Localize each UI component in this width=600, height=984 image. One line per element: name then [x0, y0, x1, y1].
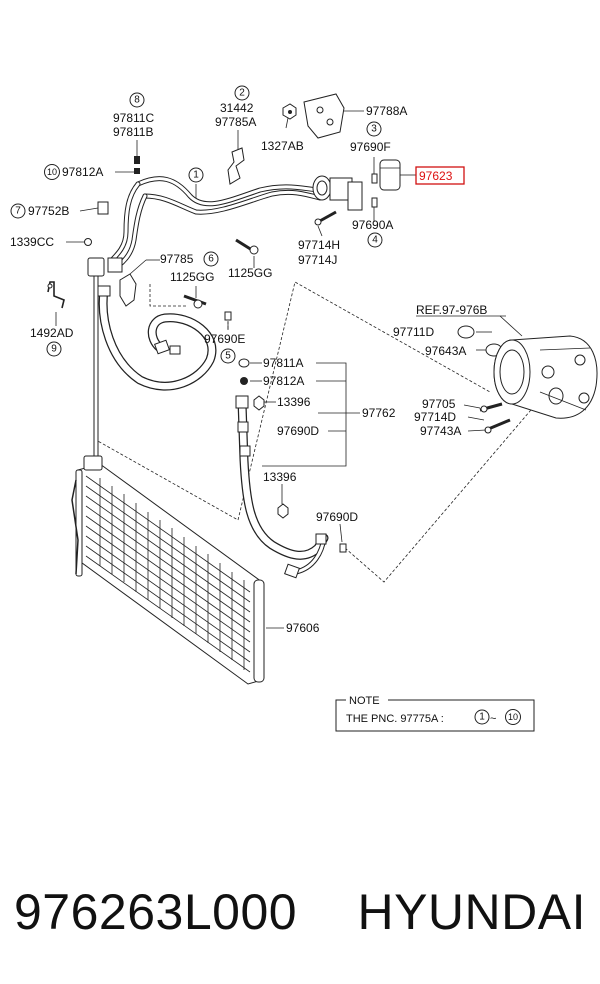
clip-97811C — [134, 156, 140, 164]
label-97714J: 97714J — [298, 253, 337, 267]
bracket-97788A — [303, 93, 345, 139]
clamp-97752B — [97, 201, 109, 215]
circle-number-5: 5 — [220, 348, 236, 364]
condenser-97606 — [71, 455, 265, 685]
part-labels: 97811C 97811B 97812A 97752B 1339CC 31442… — [10, 101, 506, 635]
circle-10-text: 10 — [47, 167, 57, 177]
circle-3-text: 3 — [371, 124, 377, 135]
label-97690A: 97690A — [352, 218, 393, 232]
label-ref-97-976B: REF.97-976B — [416, 303, 487, 317]
expansion-valve — [312, 175, 363, 211]
seal-97690F — [371, 173, 378, 184]
label-97785A: 97785A — [215, 115, 256, 129]
bolt-1339CC — [84, 238, 92, 246]
circle-4-text: 4 — [372, 235, 378, 246]
label-31442: 31442 — [220, 101, 254, 115]
label-97752B: 97752B — [28, 204, 69, 218]
clip-31442 — [227, 147, 245, 185]
o-ring-97811A — [238, 358, 250, 368]
label-97606: 97606 — [286, 621, 320, 635]
circle-2-text: 2 — [239, 88, 245, 99]
bolt-1327AB — [282, 103, 297, 120]
label-97811A: 97811A — [263, 356, 303, 370]
label-97705: 97705 — [422, 397, 456, 411]
seal-97690A — [371, 197, 378, 208]
label-97743A: 97743A — [420, 424, 461, 438]
label-13396-b: 13396 — [263, 470, 297, 484]
circle-number-4: 4 — [367, 232, 383, 248]
bolt-1125GG-a — [235, 238, 259, 255]
circle-6-text: 6 — [208, 254, 214, 265]
circle-number-1: 1 — [188, 167, 204, 183]
circle-number-2: 2 — [234, 85, 250, 101]
o-ring-97812A-top — [134, 168, 140, 174]
label-1125GG-b: 1125GG — [228, 266, 272, 280]
note-to-number: 10 — [508, 712, 518, 722]
circle-number-8: 8 — [129, 92, 145, 108]
label-97623: 97623 — [419, 169, 453, 183]
leader-lines — [55, 110, 523, 629]
label-1339CC: 1339CC — [10, 235, 54, 249]
o-ring-97812A-mid — [240, 377, 248, 385]
label-97690D-b: 97690D — [316, 510, 358, 524]
seal-97690E — [224, 311, 232, 321]
label-97812A-top: 97812A — [62, 165, 103, 179]
nut-13396-b — [277, 503, 289, 519]
nut-13396-a — [253, 395, 265, 411]
circle-number-3: 3 — [366, 121, 382, 137]
part-number: 976263L000 — [14, 884, 298, 940]
circled-numbers: 8 10 7 2 3 1 4 6 — [10, 85, 383, 364]
note-title: NOTE — [349, 695, 380, 707]
label-1492AD: 1492AD — [30, 326, 74, 340]
brand-name: HYUNDAI — [357, 884, 586, 940]
label-97788A: 97788A — [366, 104, 407, 118]
bracket-97785 — [119, 273, 137, 307]
seal-97690D-b — [339, 543, 347, 553]
label-97690F: 97690F — [350, 140, 391, 154]
circle-number-6: 6 — [203, 251, 219, 267]
label-1125GG-a: 1125GG — [170, 270, 214, 284]
label-97811C: 97811C — [113, 111, 154, 125]
note-box: NOTE THE PNC. 97775A : 1 ~ 10 — [335, 695, 535, 732]
circle-5-text: 5 — [225, 351, 231, 362]
label-97690D-a: 97690D — [277, 424, 319, 438]
label-97643A: 97643A — [425, 344, 466, 358]
circle-number-10: 10 — [44, 164, 60, 180]
label-97785: 97785 — [160, 252, 194, 266]
circle-7-text: 7 — [15, 206, 21, 217]
label-1327AB: 1327AB — [261, 139, 304, 153]
highlighted-part-97623: 97623 — [415, 166, 465, 185]
circle-number-7: 7 — [10, 203, 26, 219]
o-ring-97711D — [457, 325, 475, 339]
receiver-drier-97623 — [379, 159, 401, 191]
note-tilde: ~ — [490, 713, 496, 725]
left-junction-block — [87, 257, 123, 277]
label-97714H: 97714H — [298, 238, 340, 252]
label-97762: 97762 — [362, 406, 396, 420]
bolt-97743A — [484, 418, 511, 434]
label-97711D: 97711D — [393, 325, 434, 339]
circle-8-text: 8 — [134, 95, 140, 106]
label-97714D: 97714D — [414, 410, 456, 424]
bolt-1125GG-b — [183, 294, 207, 309]
label-97690E: 97690E — [204, 332, 245, 346]
bracket-1492AD — [47, 281, 65, 309]
circle-9-text: 9 — [51, 344, 57, 355]
circle-number-9: 9 — [46, 341, 62, 357]
bolt-97714H — [314, 210, 337, 226]
note-from-number: 1 — [479, 712, 485, 723]
label-13396-a: 13396 — [277, 395, 311, 409]
footer-caption: 976263L000 HYUNDAI — [0, 872, 600, 952]
note-text: THE PNC. 97775A : — [346, 713, 444, 725]
bolt-97705 — [479, 402, 503, 413]
circle-1-text: 1 — [193, 170, 199, 181]
component-shapes — [47, 93, 598, 685]
label-97812A-mid: 97812A — [263, 374, 304, 388]
compressor — [493, 335, 598, 419]
label-97811B: 97811B — [113, 125, 153, 139]
hose-fittings — [97, 285, 327, 579]
